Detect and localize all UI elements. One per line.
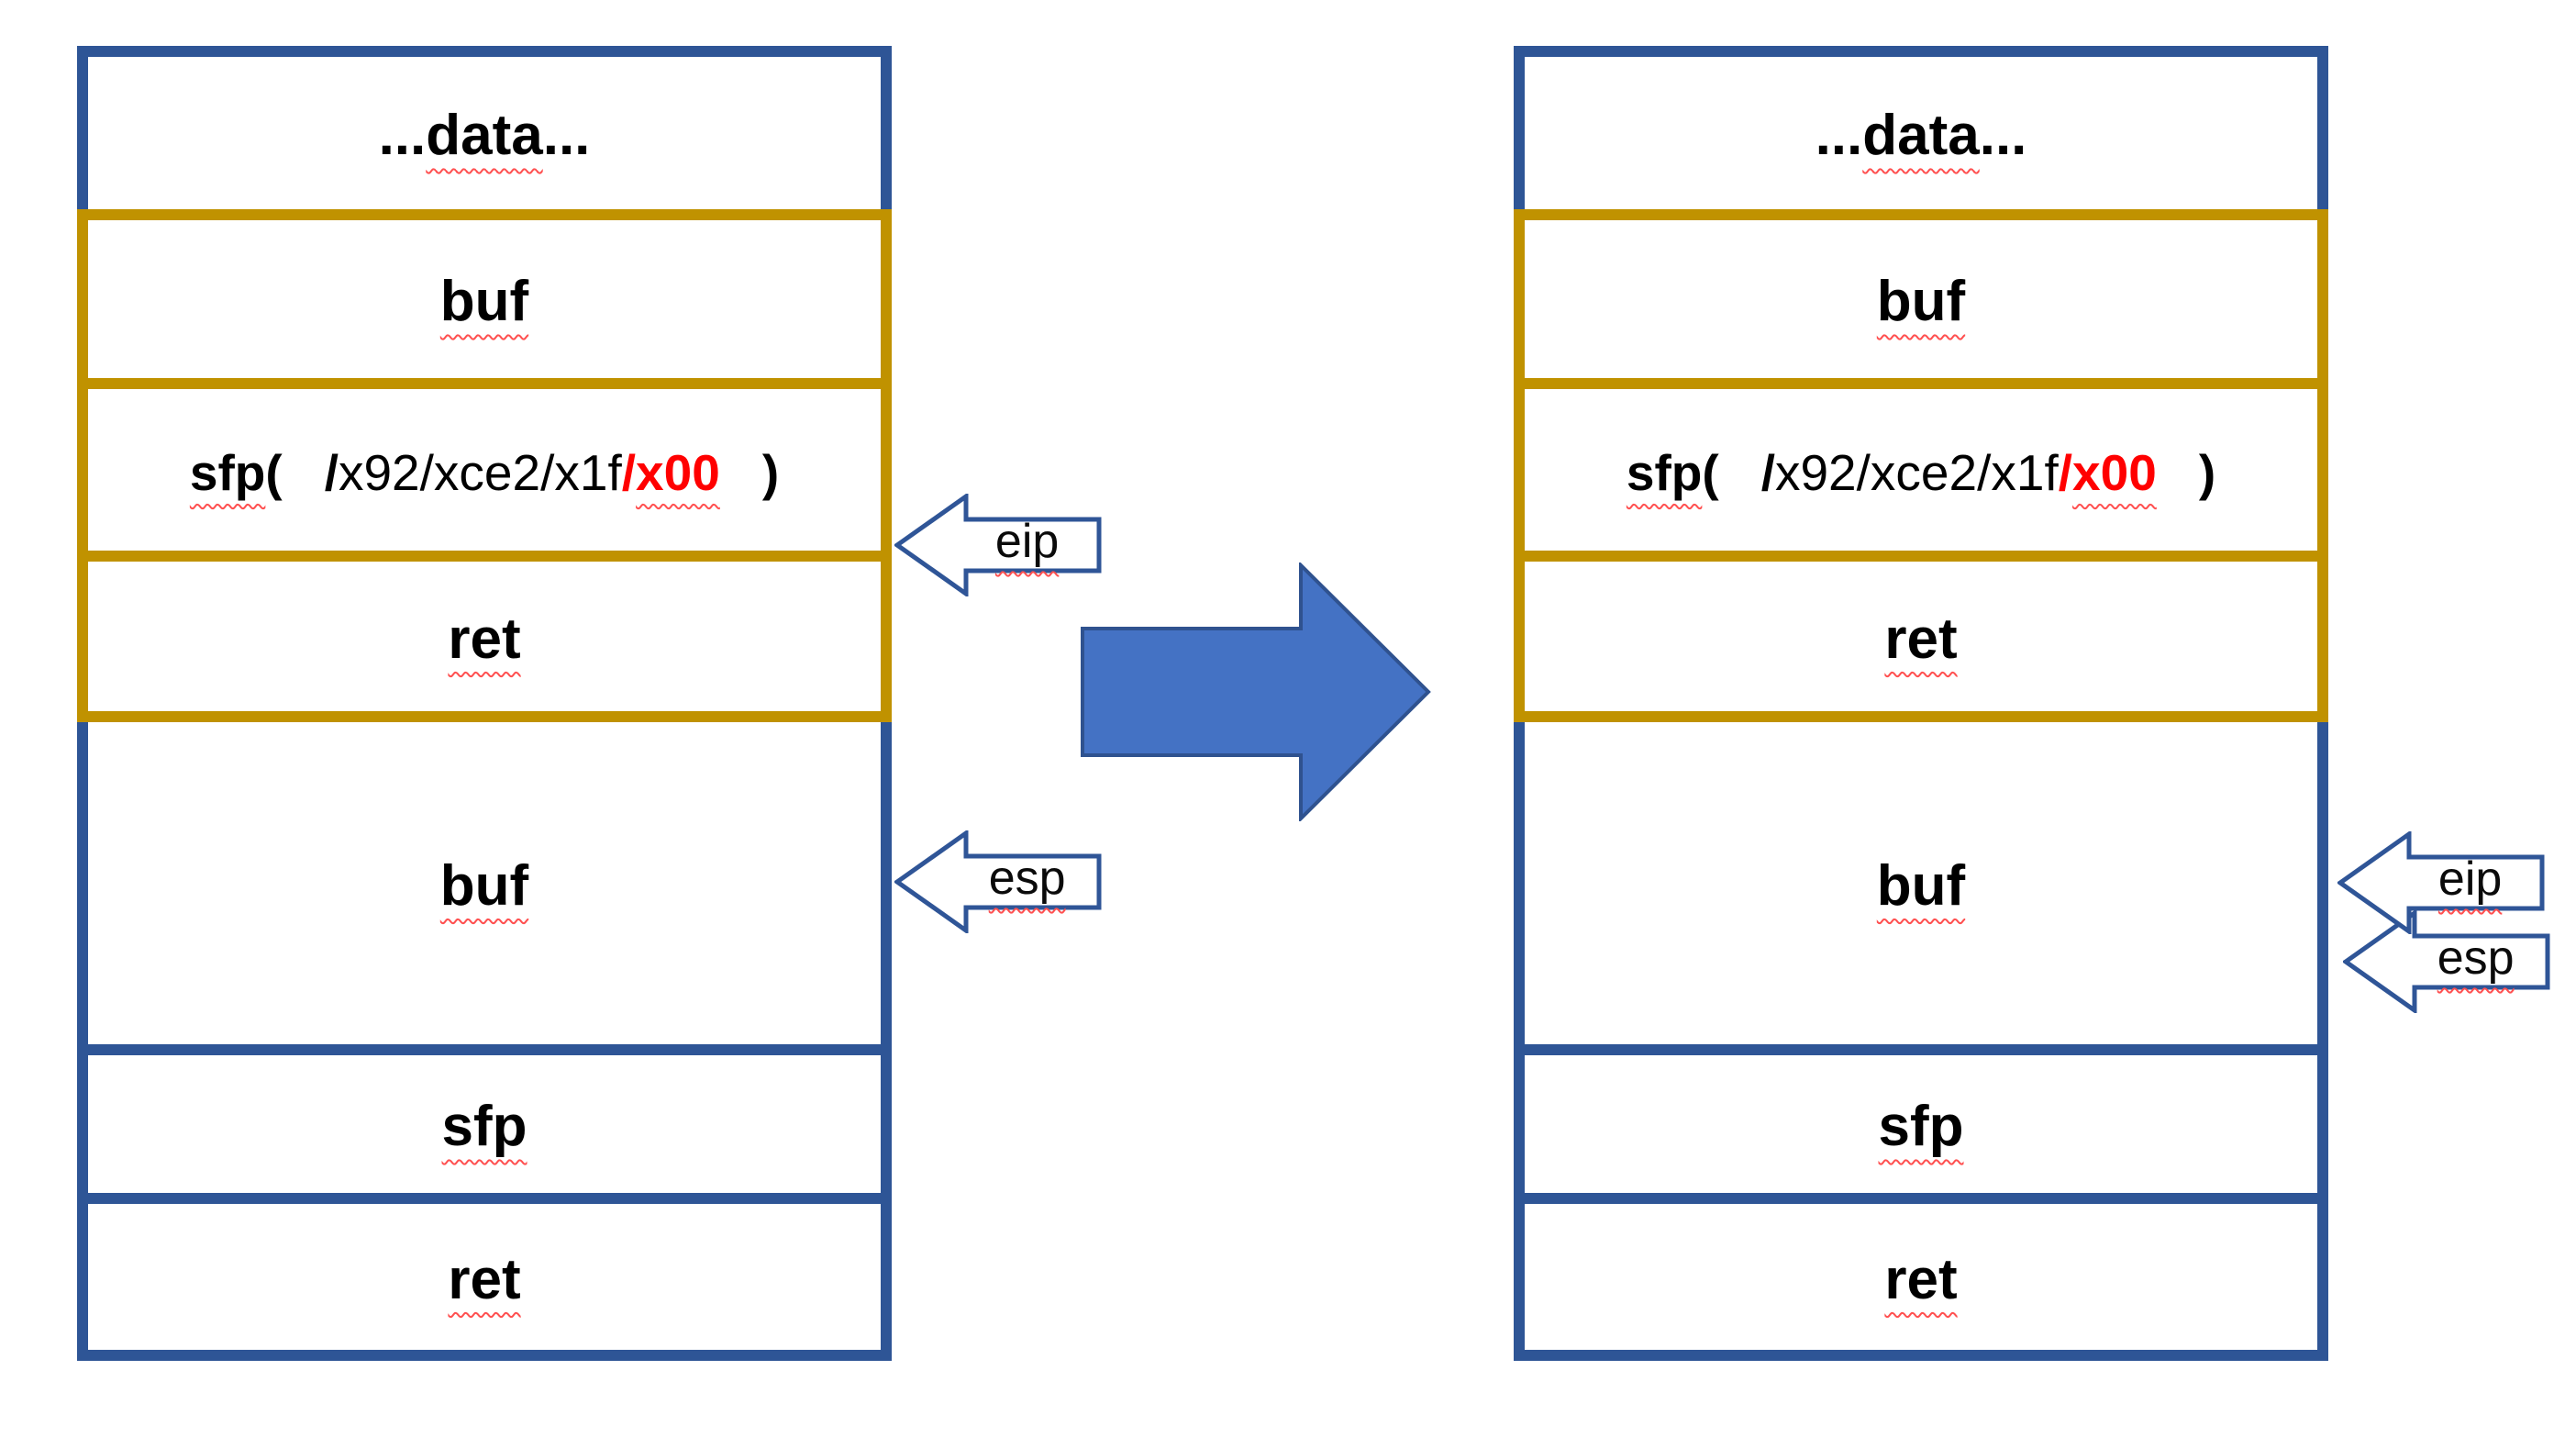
stack-row-sfp: sfp: [77, 1044, 892, 1204]
esp-pointer-arrow: esp: [894, 830, 1102, 933]
left-block-arrow-icon: [2337, 831, 2545, 934]
paren-close: ): [2198, 443, 2216, 501]
stack-row-buf-overwritten: buf: [1514, 209, 2328, 389]
null-byte: x00: [2072, 443, 2157, 501]
data-prefix-dots: ...: [378, 104, 427, 167]
esp-pointer-arrow: esp: [2343, 910, 2550, 1013]
stack-before: ...data... buf sfp(/x92/xce2/x1f/x00) re…: [77, 46, 892, 1361]
right-block-arrow-icon: [1081, 563, 1431, 821]
stack-row-buf: buf: [77, 711, 892, 1055]
sfp-token: sfp: [1626, 443, 1703, 501]
data-word: data: [1862, 104, 1980, 167]
hex-bytes: x92/xce2/x1f: [338, 443, 622, 501]
eip-pointer-arrow: eip: [2337, 831, 2545, 934]
eip-pointer-arrow: eip: [894, 494, 1102, 596]
stack-row-ret: ret: [1514, 1193, 2328, 1361]
stack-row-sfp: sfp: [1514, 1044, 2328, 1204]
esp-label: esp: [2437, 931, 2515, 985]
stack-row-data: ...data...: [77, 46, 892, 220]
eip-label: eip: [2437, 852, 2503, 906]
hex-bytes: x92/xce2/x1f: [1774, 443, 2059, 501]
row-label: ret: [1884, 607, 1958, 671]
data-prefix-dots: ...: [1815, 104, 1863, 167]
stack-row-data: ...data...: [1514, 46, 2328, 220]
sfp-injected-text: sfp(/x92/xce2/x1f/x00): [1627, 442, 2215, 498]
sfp-token: sfp: [189, 443, 266, 501]
stack-row-sfp-injected: sfp(/x92/xce2/x1f/x00): [77, 378, 892, 562]
row-label: ...data...: [1815, 102, 2027, 164]
stack-row-ret-overwritten: ret: [77, 551, 892, 722]
stack-row-buf-overwritten: buf: [77, 209, 892, 389]
null-slash: /: [2058, 443, 2073, 501]
slash-bold: /: [1760, 443, 1775, 501]
paren-close: ): [761, 443, 780, 501]
data-word: data: [426, 104, 543, 167]
sfp-injected-text: sfp(/x92/xce2/x1f/x00): [190, 442, 779, 498]
paren-open: (: [1702, 443, 1719, 501]
null-slash: /: [621, 443, 637, 501]
null-byte: x00: [636, 443, 720, 501]
paren-open: (: [265, 443, 283, 501]
left-block-arrow-icon: [894, 830, 1102, 933]
eip-label: eip: [994, 515, 1060, 568]
left-block-arrow-icon: [894, 494, 1102, 596]
row-label: sfp: [441, 1095, 527, 1158]
left-block-arrow-icon: [2343, 910, 2550, 1013]
stack-row-ret-overwritten: ret: [1514, 551, 2328, 722]
esp-label: esp: [988, 852, 1066, 905]
stack-row-sfp-injected: sfp(/x92/xce2/x1f/x00): [1514, 378, 2328, 562]
stack-after: ...data... buf sfp(/x92/xce2/x1f/x00) re…: [1514, 46, 2328, 1361]
row-label: buf: [1876, 853, 1966, 918]
transition-arrow: [1081, 563, 1431, 821]
stack-row-buf: buf: [1514, 711, 2328, 1055]
row-label: buf: [1876, 270, 1966, 333]
row-label: ret: [1884, 1247, 1958, 1311]
stack-row-ret: ret: [77, 1193, 892, 1361]
data-suffix-dots: ...: [1979, 104, 2027, 167]
slash-bold: /: [324, 443, 339, 501]
row-label: sfp: [1878, 1095, 1964, 1158]
row-label: ret: [448, 1247, 521, 1311]
row-label: ret: [448, 607, 521, 671]
row-label: buf: [439, 270, 529, 333]
data-suffix-dots: ...: [542, 104, 591, 167]
row-label: ...data...: [379, 102, 591, 164]
row-label: buf: [439, 853, 529, 918]
